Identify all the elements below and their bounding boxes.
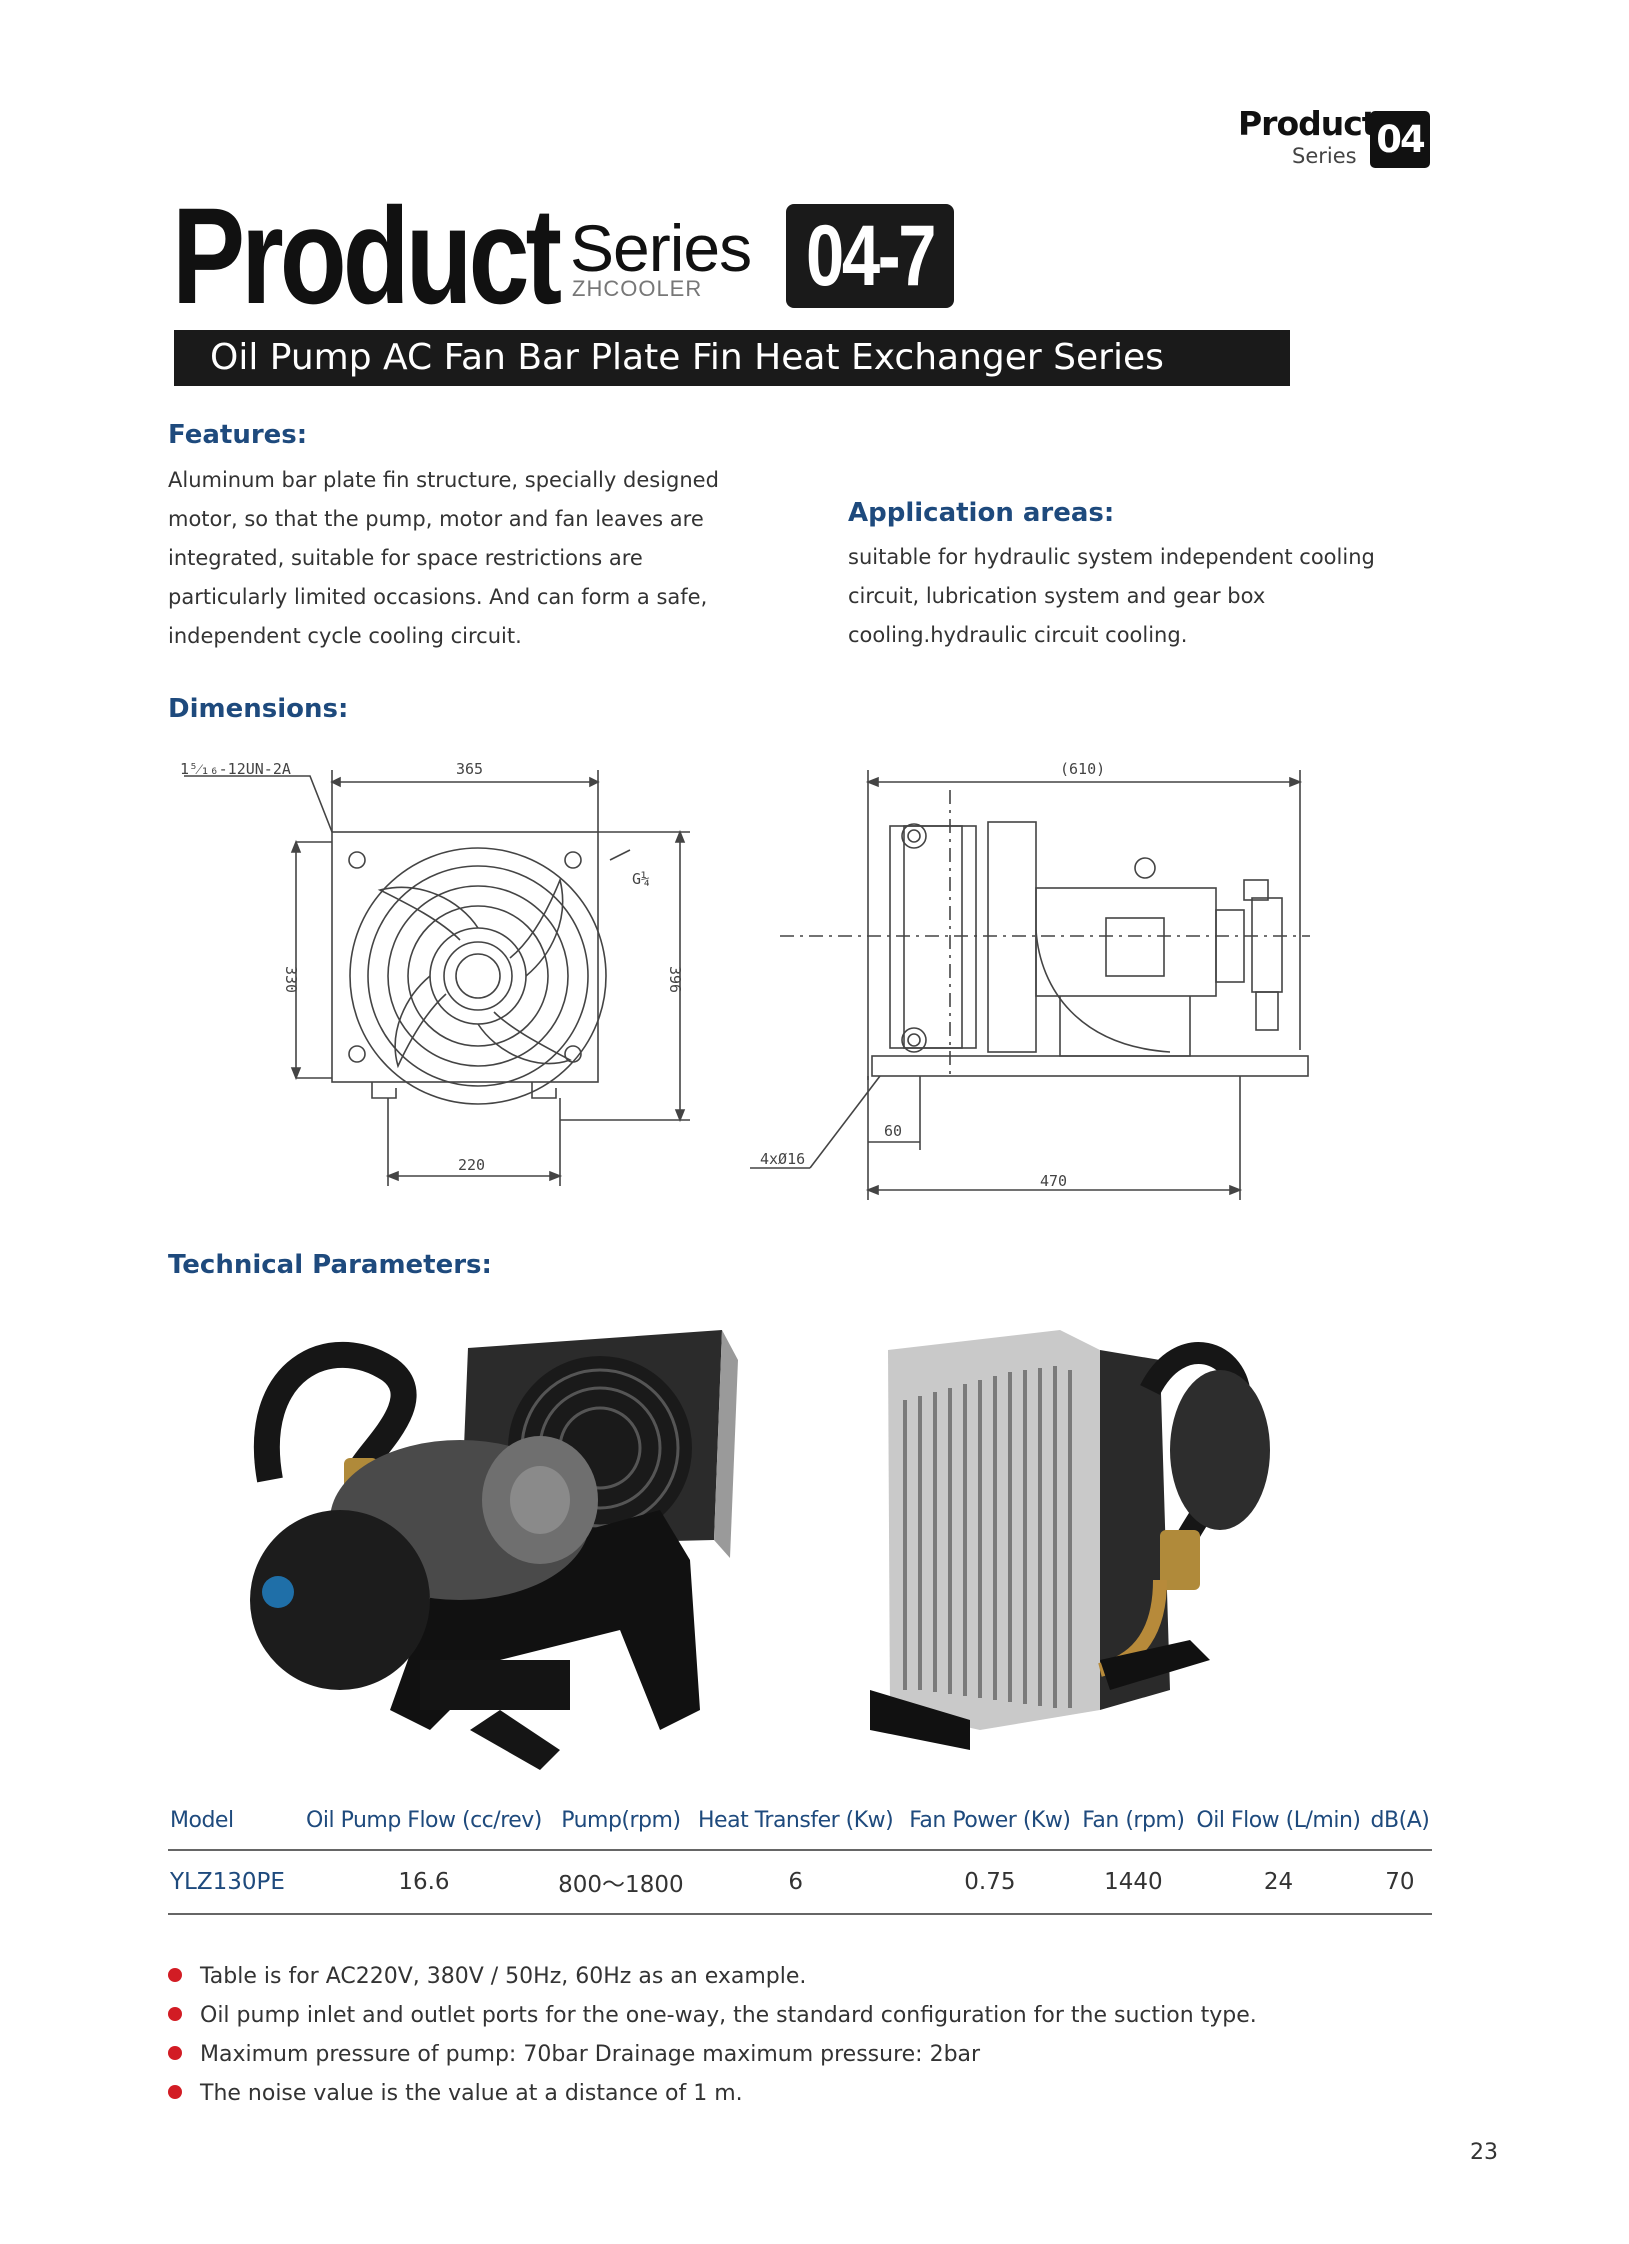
thread-label: 1⁵⁄₁₆-12UN-2A bbox=[180, 760, 291, 778]
front-outer-height-label: 396 bbox=[666, 966, 684, 993]
front-height-label: 330 bbox=[282, 966, 300, 993]
column-header: dB(A) bbox=[1370, 1808, 1430, 1833]
corner-series-number: 04 bbox=[1370, 111, 1430, 168]
table-cell: 16.6 bbox=[398, 1869, 450, 1895]
features-line: integrated, suitable for space restricti… bbox=[168, 546, 643, 570]
features-heading: Features: bbox=[168, 420, 308, 450]
column-header: Model bbox=[170, 1808, 234, 1833]
table-cell: 70 bbox=[1385, 1869, 1415, 1895]
front-frame bbox=[331, 831, 599, 1083]
column-header: Fan (rpm) bbox=[1082, 1808, 1185, 1833]
application-line: cooling.hydraulic circuit cooling. bbox=[848, 623, 1188, 647]
side-base-label: 470 bbox=[1040, 1172, 1067, 1190]
bullet-icon bbox=[168, 2085, 182, 2099]
series-code-badge: 04-7 bbox=[786, 204, 954, 308]
port-label: G¼ bbox=[632, 870, 650, 888]
note-text: Oil pump inlet and outlet ports for the … bbox=[200, 2003, 1257, 2028]
corner-series-label: Series bbox=[1292, 144, 1357, 168]
application-heading: Application areas: bbox=[848, 498, 1115, 528]
holes-label: 4xØ16 bbox=[760, 1150, 805, 1168]
note-text: Maximum pressure of pump: 70bar Drainage… bbox=[200, 2042, 981, 2067]
dimension-drawings: 1⁵⁄₁₆-12UN-2A 365 330 396 G¼ 220 (610) 4… bbox=[180, 760, 1310, 1200]
note-text: The noise value is the value at a distan… bbox=[200, 2081, 743, 2106]
technical-heading: Technical Parameters: bbox=[168, 1250, 492, 1280]
table-cell: YLZ130PE bbox=[170, 1869, 285, 1895]
side-length-label: (610) bbox=[1060, 760, 1105, 778]
brand-name: ZHCOOLER bbox=[572, 276, 703, 301]
bullet-icon bbox=[168, 2046, 182, 2060]
column-header: Oil Pump Flow (cc/rev) bbox=[306, 1808, 542, 1833]
application-line: suitable for hydraulic system independen… bbox=[848, 545, 1375, 569]
note-item: Maximum pressure of pump: 70bar Drainage… bbox=[168, 2042, 980, 2067]
page-title-series: Series bbox=[570, 211, 752, 285]
product-photo-back bbox=[870, 1330, 1270, 1750]
table-cell: 24 bbox=[1263, 1869, 1294, 1895]
series-code: 04-7 bbox=[805, 208, 937, 304]
features-line: Aluminum bar plate fin structure, specia… bbox=[168, 468, 719, 492]
application-text: suitable for hydraulic system independen… bbox=[848, 538, 1448, 655]
table-cell: 800～1800 bbox=[558, 1872, 684, 1898]
bullet-icon bbox=[168, 2007, 182, 2021]
fan-shroud bbox=[987, 821, 1037, 1053]
page-number: 23 bbox=[1470, 2140, 1498, 2165]
table-cell: 0.75 bbox=[964, 1869, 1016, 1895]
column-header: Heat Transfer (Kw) bbox=[698, 1808, 894, 1833]
table-cell: 1440 bbox=[1104, 1869, 1163, 1895]
features-text: Aluminum bar plate fin structure, specia… bbox=[168, 461, 808, 656]
oil-pump bbox=[1251, 897, 1283, 993]
dimensions-heading: Dimensions: bbox=[168, 694, 349, 724]
table-row: YLZ130PE 16.6 800～1800 6 0.75 1440 24 70 bbox=[168, 1850, 1432, 1914]
features-line: particularly limited occasions. And can … bbox=[168, 585, 708, 609]
motor-body bbox=[1035, 887, 1217, 997]
column-header: Oil Flow (L/min) bbox=[1196, 1808, 1361, 1833]
fan-guard-outer bbox=[349, 847, 607, 1105]
corner-product-label: Product bbox=[1238, 104, 1378, 143]
application-line: circuit, lubrication system and gear box bbox=[848, 584, 1266, 608]
front-width-label: 365 bbox=[456, 760, 483, 778]
column-header: Fan Power (Kw) bbox=[909, 1808, 1071, 1833]
page-title-product: Product bbox=[172, 180, 562, 333]
features-line: independent cycle cooling circuit. bbox=[168, 624, 522, 648]
column-header: Pump(rpm) bbox=[561, 1808, 681, 1833]
features-line: motor, so that the pump, motor and fan l… bbox=[168, 507, 704, 531]
cooler-core bbox=[889, 825, 977, 1049]
pump-body bbox=[250, 1510, 430, 1690]
offset-label: 60 bbox=[884, 1122, 902, 1140]
specs-table: Model Oil Pump Flow (cc/rev) Pump(rpm) H… bbox=[168, 1808, 1432, 1915]
table-cell: 6 bbox=[788, 1869, 803, 1895]
note-text: Table is for AC220V, 380V / 50Hz, 60Hz a… bbox=[200, 1964, 807, 1989]
front-base-label: 220 bbox=[458, 1156, 485, 1174]
note-item: Oil pump inlet and outlet ports for the … bbox=[168, 2003, 1257, 2028]
table-header-row: Model Oil Pump Flow (cc/rev) Pump(rpm) H… bbox=[168, 1808, 1432, 1850]
bullet-icon bbox=[168, 1968, 182, 1982]
base-plate bbox=[871, 1055, 1309, 1077]
note-item: Table is for AC220V, 380V / 50Hz, 60Hz a… bbox=[168, 1964, 806, 1989]
note-item: The noise value is the value at a distan… bbox=[168, 2081, 743, 2106]
oil-hose bbox=[253, 1341, 417, 1483]
product-photo-front bbox=[250, 1330, 738, 1770]
subtitle-bar: Oil Pump AC Fan Bar Plate Fin Heat Excha… bbox=[174, 330, 1290, 386]
